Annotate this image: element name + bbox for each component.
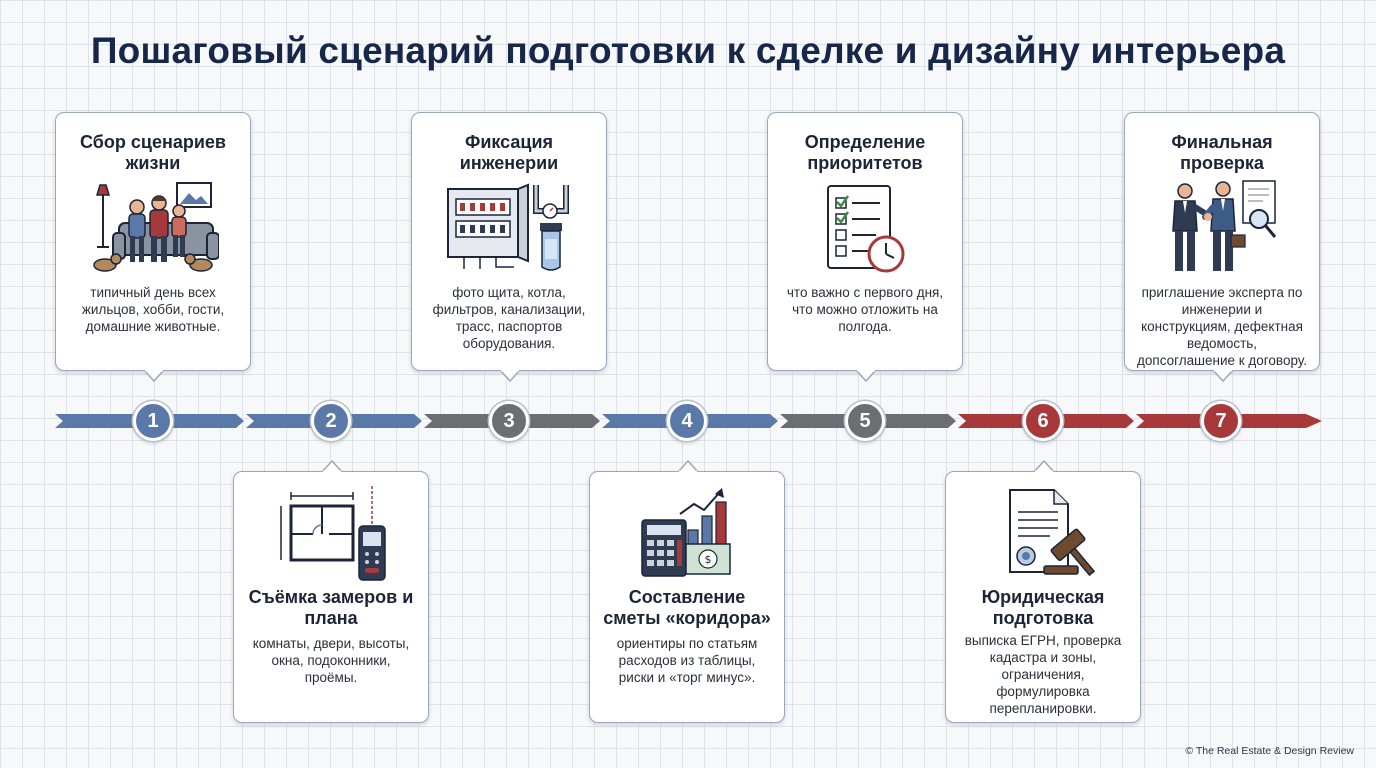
page-title: Пошаговый сценарий подготовки к сделке и… <box>90 30 1286 71</box>
step-card-2: Съёмка замеров и плана комнаты, двери, в… <box>233 460 429 723</box>
step-card-7: Финальная проверка приглашение эксперта … <box>1124 112 1320 382</box>
copyright-credit: © The Real Estate & Design Review <box>1185 745 1354 757</box>
card-pointer <box>322 460 342 472</box>
step-marker-2: 2 <box>311 401 351 441</box>
step-marker-5: 5 <box>845 401 885 441</box>
step-title: Съёмка замеров и плана <box>248 587 414 628</box>
step-marker-4: 4 <box>667 401 707 441</box>
electrical-panel-pipes-icon <box>447 183 569 271</box>
step-card-3: Фиксация инженерии фото щита, котла, фил… <box>411 112 607 382</box>
step-description: комнаты, двери, высоты, окна, подоконник… <box>252 636 410 685</box>
family-living-room-icon <box>93 182 219 272</box>
handshake-inspection-icon <box>1172 180 1277 271</box>
step-card-5: Определение приоритетов что важно с перв… <box>767 112 963 382</box>
calculator-chart-icon: $ <box>641 488 731 577</box>
document-gavel-icon <box>1009 489 1096 577</box>
step-description: что важно с первого дня, что можно отлож… <box>786 285 944 334</box>
step-marker-1: 1 <box>133 401 173 441</box>
floor-plan-laser-meter-icon <box>280 486 386 581</box>
step-marker-3: 3 <box>489 401 529 441</box>
step-description: приглашение эксперта по инженерии и конс… <box>1137 285 1307 368</box>
step-title: Составление сметы «коридора» <box>603 587 771 628</box>
card-pointer <box>1213 370 1233 382</box>
step-title: Юридическая подготовка <box>981 587 1105 628</box>
step-title: Фиксация инженерии <box>459 132 559 173</box>
step-marker-7: 7 <box>1201 401 1241 441</box>
step-card-1: Сбор сценариев жизни типичный день всех … <box>55 112 251 382</box>
step-card-4: $ Составление сметы «коридора» ориентиры… <box>589 460 785 723</box>
step-card-6: Юридическая подготовка выписка ЕГРН, про… <box>945 460 1141 723</box>
card-pointer <box>856 370 876 382</box>
svg-text:$: $ <box>705 553 712 566</box>
step-description: ориентиры по статьям расходов из таблицы… <box>616 636 758 685</box>
step-description: фото щита, котла, фильтров, канализации,… <box>432 285 586 351</box>
step-description: выписка ЕГРН, проверка кадастра и зоны, … <box>964 633 1122 716</box>
step-title: Финальная проверка <box>1171 132 1273 173</box>
card-pointer <box>500 370 520 382</box>
card-pointer <box>1034 460 1054 472</box>
step-description: типичный день всех жильцов, хобби, гости… <box>81 285 225 334</box>
checklist-clock-icon <box>827 185 905 273</box>
card-pointer <box>678 460 698 472</box>
card-pointer <box>144 370 164 382</box>
step-title: Определение приоритетов <box>804 132 926 173</box>
step-marker-6: 6 <box>1023 401 1063 441</box>
step-title: Сбор сценариев жизни <box>80 132 226 173</box>
